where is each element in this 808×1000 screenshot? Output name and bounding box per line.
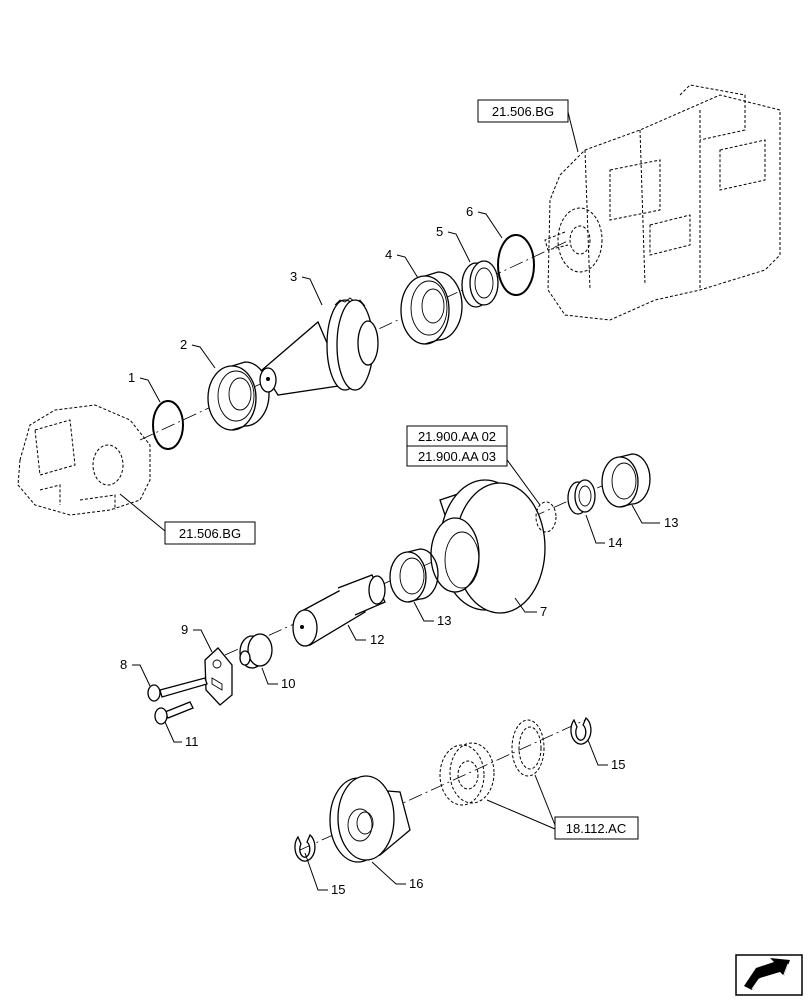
callout-15-left: 15 xyxy=(331,882,345,897)
callout-4: 4 xyxy=(385,247,392,262)
callout-13-right: 13 xyxy=(664,515,678,530)
snap-ring-15-left xyxy=(294,833,316,862)
next-page-arrow-icon[interactable] xyxy=(735,954,803,996)
spacer-ring-5 xyxy=(461,260,499,308)
bearing-4 xyxy=(400,271,463,345)
bolt-11 xyxy=(154,701,194,725)
snap-ring-15-right xyxy=(570,716,592,745)
callout-labels: 1 2 3 4 5 6 7 8 9 10 11 12 13 13 14 15 1… xyxy=(120,204,678,897)
ref-box-mid[interactable]: 21.900.AA 02 21.900.AA 03 xyxy=(406,425,508,467)
callout-14: 14 xyxy=(608,535,622,550)
callout-9: 9 xyxy=(181,622,188,637)
bearing-13-right xyxy=(601,453,651,508)
bolt-8 xyxy=(147,677,208,702)
callout-11: 11 xyxy=(185,734,199,749)
leader-lines xyxy=(132,211,660,891)
ref-label-mid-lower: 21.900.AA 03 xyxy=(418,449,496,464)
pump-housing-left xyxy=(17,404,151,516)
ref-label-bottom: 18.112.AC xyxy=(566,821,626,836)
callout-2: 2 xyxy=(180,337,187,352)
reference-leaders xyxy=(119,111,579,830)
callout-12: 12 xyxy=(370,632,384,647)
gear-16 xyxy=(329,775,411,863)
callout-8: 8 xyxy=(120,657,127,672)
ref-label-top-right: 21.506.BG xyxy=(492,104,554,119)
spacer-14 xyxy=(567,479,596,515)
callout-6: 6 xyxy=(466,204,473,219)
ref-box-top-right[interactable]: 21.506.BG xyxy=(477,99,569,123)
lock-plate-9 xyxy=(204,647,233,706)
shaft-12 xyxy=(292,574,386,647)
callout-15-right: 15 xyxy=(611,757,625,772)
o-ring-6 xyxy=(497,234,535,296)
ref-box-left[interactable]: 21.506.BG xyxy=(164,521,256,545)
callout-5: 5 xyxy=(436,224,443,239)
gear-shaft-3 xyxy=(259,297,379,396)
clutch-parts-dashed xyxy=(439,719,545,806)
spacer-dashed xyxy=(535,501,557,533)
nut-10 xyxy=(239,633,273,669)
o-ring-1 xyxy=(152,400,184,450)
ref-box-bottom[interactable]: 18.112.AC xyxy=(554,816,639,840)
callout-13-middle: 13 xyxy=(437,613,451,628)
pump-housing-right xyxy=(544,84,781,321)
bearing-2 xyxy=(207,361,270,431)
callout-7: 7 xyxy=(540,604,547,619)
bearing-13-middle xyxy=(389,548,439,603)
callout-16: 16 xyxy=(409,876,423,891)
idler-gear-7 xyxy=(430,479,546,614)
callout-10: 10 xyxy=(281,676,295,691)
ref-label-mid-upper: 21.900.AA 02 xyxy=(418,429,496,444)
callout-3: 3 xyxy=(290,269,297,284)
callout-1: 1 xyxy=(128,370,135,385)
ref-label-left: 21.506.BG xyxy=(179,526,241,541)
